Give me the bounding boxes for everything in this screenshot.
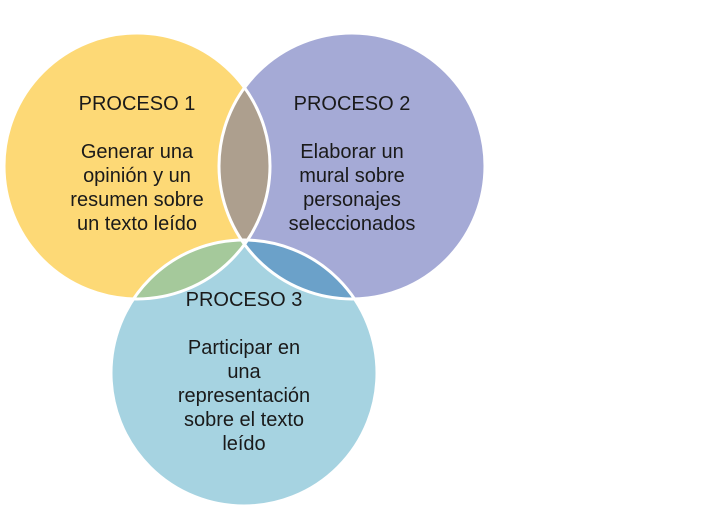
proceso-2-title: PROCESO 2 [293,93,411,115]
circle-proceso-1 [4,33,270,299]
label-proceso-2: PROCESO 2 Elaborar un mural sobre person… [267,92,437,236]
circle-proceso-3 [111,240,377,506]
circle-outline-3 [109,238,379,508]
label-proceso-1: PROCESO 1 Generar una opinión y un resum… [57,92,217,236]
proceso-3-description: Participar en una representación sobre e… [177,337,311,455]
circle-proceso-2 [219,33,485,299]
proceso-3-title: PROCESO 3 [185,289,303,311]
proceso-1-description: Generar una opinión y un resumen sobre u… [70,141,204,235]
proceso-1-title: PROCESO 1 [78,93,196,115]
circle-outline-1 [2,31,272,301]
circle-outline-2 [217,31,487,301]
proceso-2-description: Elaborar un mural sobre personajes selec… [288,141,416,235]
label-proceso-3: PROCESO 3 Participar en una representaci… [159,288,329,456]
